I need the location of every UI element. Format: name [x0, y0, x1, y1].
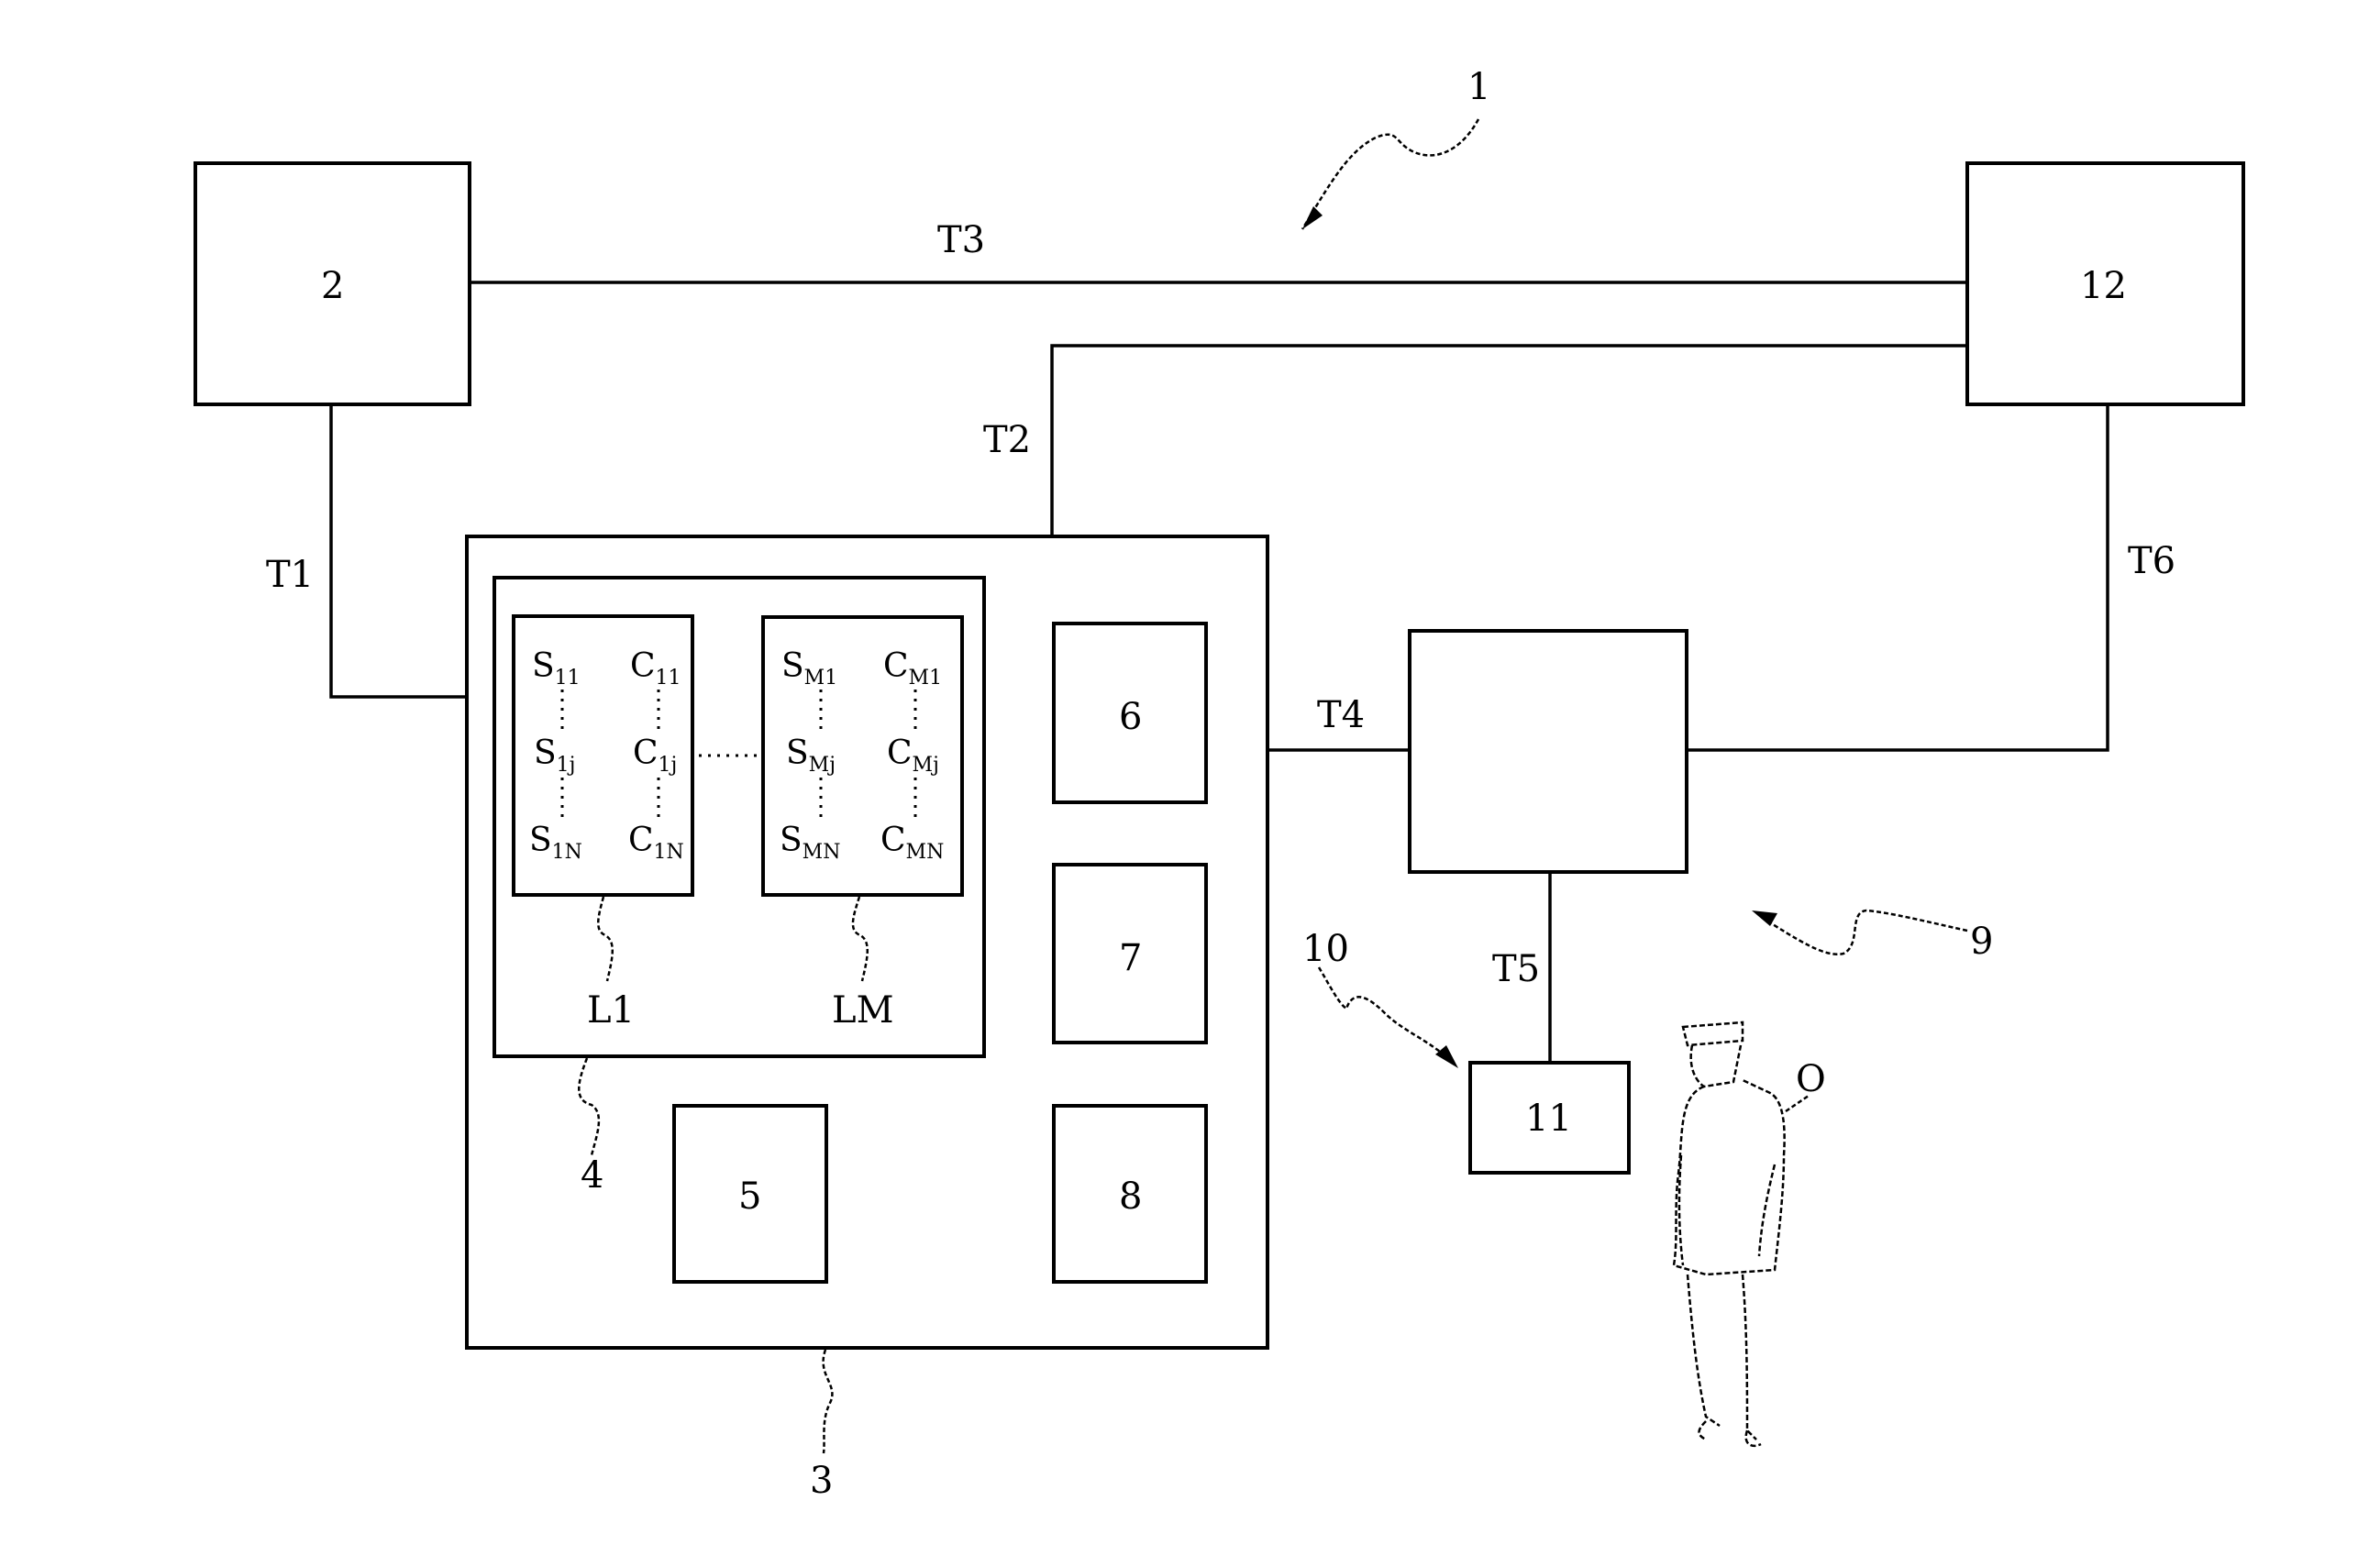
operator-legs [1686, 1274, 1762, 1448]
link-T4-label: T4 [1317, 694, 1365, 736]
leader-line-1 [1301, 118, 1480, 230]
block-9 [1408, 629, 1688, 874]
leader-line-O [1785, 1094, 1810, 1113]
operator-cap [1681, 1021, 1744, 1047]
operator-arms [1677, 1154, 1777, 1266]
list-L1-label: L1 [587, 989, 635, 1032]
block-3-label: 3 [810, 1460, 833, 1502]
block-11-label: 11 [1525, 1098, 1572, 1140]
list-LM-c-n: CMN [880, 822, 944, 864]
operator-label: O [1796, 1058, 1826, 1100]
link-T2 [1050, 344, 1967, 536]
leader-line-10 [1317, 966, 1455, 1065]
list-L1-s-j: S1j [534, 734, 576, 777]
list-LM-box [761, 615, 964, 897]
block-8 [1052, 1104, 1208, 1284]
leader-line-4 [578, 1057, 601, 1156]
block-3 [465, 535, 1269, 1350]
block-7-label: 7 [1119, 937, 1142, 979]
arrow-head-icon [1752, 910, 1777, 926]
link-T1 [329, 404, 467, 699]
link-T3-label: T3 [937, 219, 985, 261]
list-L1-c-n: C1N [628, 822, 684, 864]
operator-figure: O [1672, 1021, 1826, 1448]
leader-line-3 [822, 1349, 834, 1454]
operator-head [1689, 1044, 1743, 1088]
leader-line-L1 [597, 896, 614, 982]
operator-body [1672, 1078, 1786, 1276]
list-LM-c-j: CMj [887, 734, 939, 777]
list-LM: SM1 SMj SMN CM1 CMj CMN LM [761, 615, 964, 1032]
list-LM-c-1: CM1 [883, 647, 942, 690]
list-L1-c-1: C11 [630, 647, 681, 690]
list-L1-c-j: C1j [633, 734, 677, 777]
leader-line-LM [851, 896, 869, 982]
link-T6-label: T6 [2128, 540, 2175, 582]
leader-line-9 [1760, 909, 1968, 956]
block-6-label: 6 [1119, 696, 1142, 738]
block-5-label: 5 [738, 1175, 761, 1218]
list-LM-label: LM [832, 989, 894, 1032]
list-L1: S11 S1j S1N C11 C1j C1N L1 [512, 614, 694, 1032]
block-5 [672, 1104, 828, 1284]
block-11 [1468, 1061, 1631, 1175]
block-4-label: 4 [581, 1154, 603, 1197]
block-8-label: 8 [1119, 1175, 1142, 1218]
link-T5-label: T5 [1492, 948, 1540, 990]
link-T2-label: T2 [983, 419, 1031, 461]
list-LM-s-1: SM1 [781, 647, 837, 690]
block-7 [1052, 863, 1208, 1044]
block-2-label: 2 [321, 265, 344, 307]
list-LM-s-j: SMj [786, 734, 836, 777]
arrow-head-icon [1435, 1045, 1458, 1068]
arrow-head-icon [1302, 206, 1323, 229]
list-L1-s-n: S1N [529, 822, 582, 864]
block-9-label: 9 [1970, 921, 1993, 963]
system-reference-1: 1 [1301, 66, 1490, 230]
block-10-label: 10 [1302, 928, 1349, 970]
block-6 [1052, 622, 1208, 804]
ref-label-1: 1 [1467, 66, 1490, 108]
link-T6 [1687, 404, 2109, 752]
block-12-label: 12 [2080, 265, 2127, 307]
block-4 [493, 576, 986, 1058]
link-T1-label: T1 [266, 554, 314, 596]
list-L1-box [512, 614, 694, 897]
list-LM-s-n: SMN [780, 822, 840, 864]
list-L1-s-1: S11 [532, 647, 581, 690]
